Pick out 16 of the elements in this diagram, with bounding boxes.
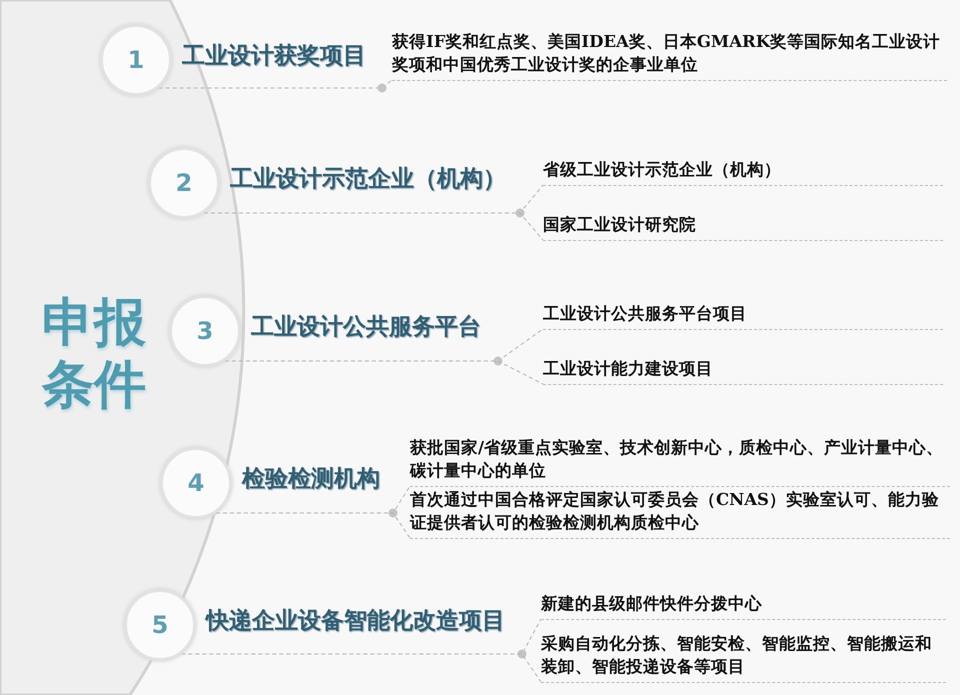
item-heading: 工业设计示范企业（机构） [230,164,506,194]
detail-text: 工业设计公共服务平台项目 [543,302,943,330]
detail-text: 首次通过中国合格评定国家认可委员会（CNAS）实验室认可、能力验证提供者认可的检验检测机构质检中心 [410,488,950,539]
item-heading: 工业设计公共服务平台 [251,312,481,342]
detail-text: 省级工业设计示范企业（机构） [543,158,943,186]
detail-text: 获批国家/省级重点实验室、技术创新中心，质检中心、产业计量中心、碳计量中心的单位 [410,436,950,487]
title-text: 申报条件 [42,292,147,416]
item-heading: 快递企业设备智能化改造项目 [206,606,505,636]
dashed-connector [158,80,392,88]
detail-text: 新建的县级邮件快件分拨中心 [541,592,946,620]
detail-text: 采购自动化分拣、智能安检、智能监控、智能搬运和装卸、智能投递设备等项目 [541,632,946,683]
item-heading: 检验检测机构 [242,464,380,494]
item-heading: 工业设计获奖项目 [182,41,366,71]
detail-text: 国家工业设计研究院 [543,213,943,241]
detail-text: 获得IF奖和红点奖、美国IDEA奖、日本GMARK奖等国际知名工业设计奖项和中国优秀工业设计奖的企事业单位 [392,30,947,81]
detail-text: 工业设计能力建设项目 [543,357,943,385]
